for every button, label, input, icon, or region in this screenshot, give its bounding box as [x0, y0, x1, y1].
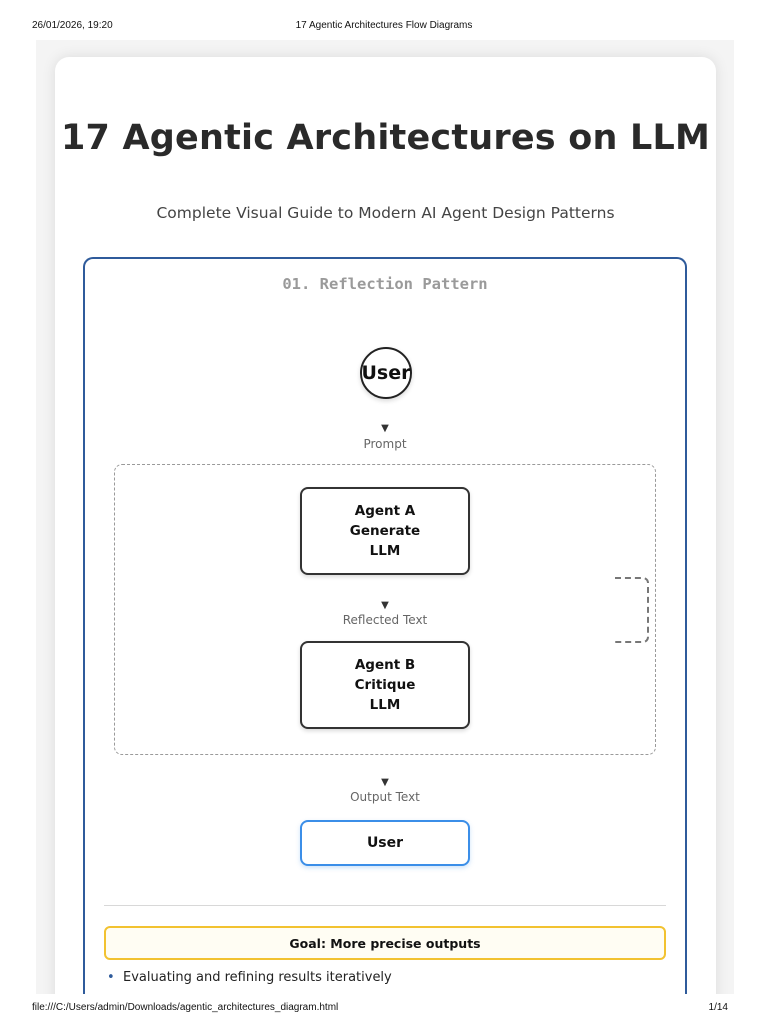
edge-label-reflected: Reflected Text [342, 613, 428, 627]
page-subtitle: Complete Visual Guide to Modern AI Agent… [156, 204, 615, 222]
section-reflection-pattern: 01. Reflection Pattern User ▼ Prompt Age… [83, 257, 687, 994]
bullet-icon: • [107, 970, 115, 985]
arrow-down-icon: ▼ [381, 777, 389, 788]
section-divider [104, 905, 666, 906]
edge-label-prompt: Prompt [363, 437, 407, 451]
description-list: • Evaluating and refining results iterat… [107, 969, 667, 987]
page-title: 17 Agentic Architectures on LLM [60, 118, 711, 158]
goal-box: Goal: More precise outputs [104, 926, 666, 960]
page-background: 17 Agentic Architectures on LLM Complete… [36, 40, 734, 994]
print-footer: file:///C:/Users/admin/Downloads/agentic… [0, 994, 768, 1024]
agent-b-type: LLM [369, 697, 401, 713]
print-page-number: 1/14 [708, 1002, 728, 1013]
arrow-down-icon: ▼ [381, 423, 389, 434]
print-doc-title: 17 Agentic Architectures Flow Diagrams [295, 20, 473, 31]
print-header: 26/01/2026, 19:20 17 Agentic Architectur… [0, 0, 768, 40]
arrow-down-icon: ▼ [381, 600, 389, 611]
user-start-node: User [360, 347, 412, 399]
reflection-loop-container [114, 464, 656, 755]
agent-b-node: Agent B Critique LLM [300, 641, 470, 729]
agent-a-node: Agent A Generate LLM [300, 487, 470, 575]
agent-a-name: Agent A [354, 503, 416, 519]
agent-a-type: LLM [369, 543, 401, 559]
print-datetime: 26/01/2026, 19:20 [32, 20, 113, 31]
agent-a-role: Generate [349, 523, 421, 539]
edge-label-output: Output Text [350, 790, 420, 804]
list-item-text: Evaluating and refining results iterativ… [123, 970, 392, 985]
content-card: 17 Agentic Architectures on LLM Complete… [55, 57, 716, 994]
agent-b-role: Critique [354, 677, 416, 693]
print-file-path: file:///C:/Users/admin/Downloads/agentic… [32, 1002, 339, 1013]
agent-b-name: Agent B [354, 657, 416, 673]
feedback-loop-connector [615, 577, 649, 643]
list-item: • Evaluating and refining results iterat… [107, 969, 667, 987]
user-end-node: User [300, 820, 470, 866]
section-title: 01. Reflection Pattern [282, 275, 488, 293]
